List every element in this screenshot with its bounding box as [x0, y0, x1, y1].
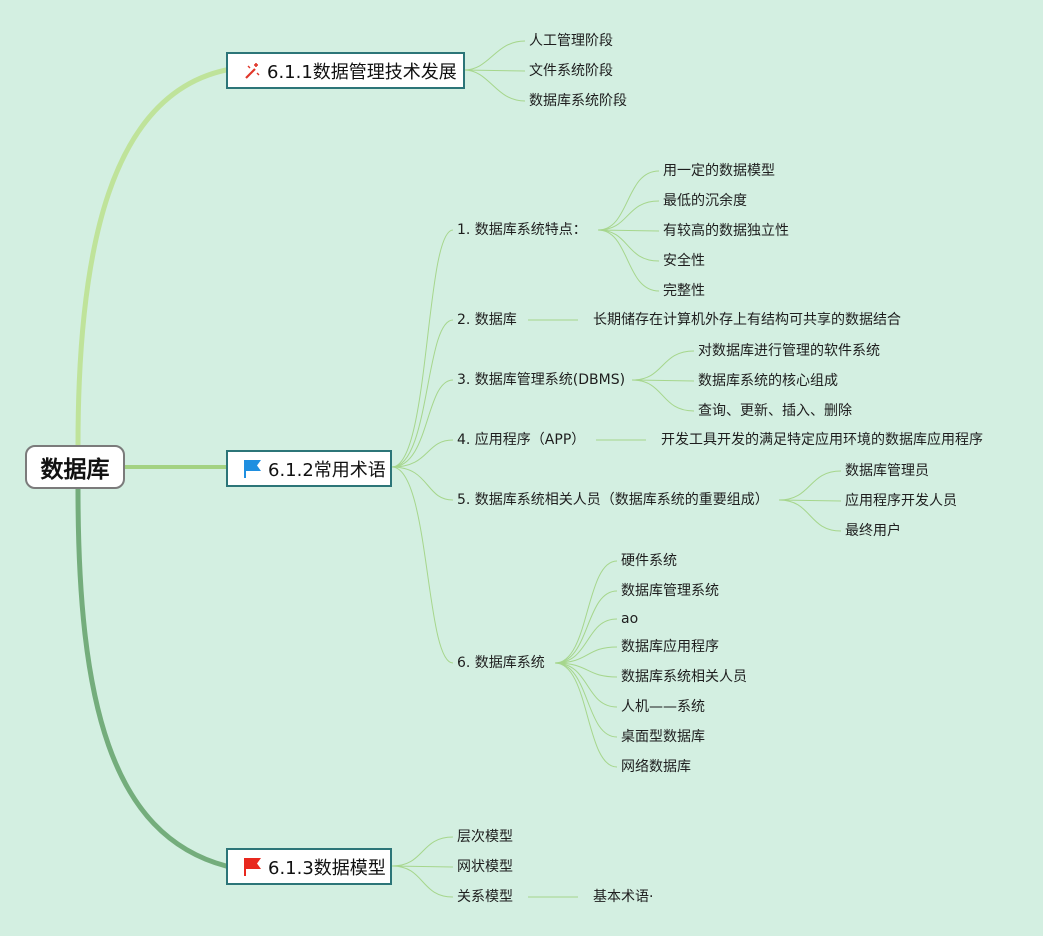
leaf-dbms[interactable]: 数据库管理系统: [621, 583, 719, 599]
blue-flag-icon: [244, 459, 261, 478]
subtopic-app[interactable]: 4. 应用程序（APP）: [457, 432, 586, 448]
subtopic-file-system-stage[interactable]: 文件系统阶段: [529, 63, 613, 79]
edge-root-b3: [75, 486, 229, 869]
leaf-database-definition[interactable]: 长期储存在计算机外存上有结构可共享的数据结合: [593, 312, 901, 328]
red-flag-icon: [244, 857, 261, 876]
leaf-dba[interactable]: 数据库管理员: [845, 463, 929, 479]
edge-root-b1: [75, 67, 229, 448]
subtopic-network-model[interactable]: 网状模型: [457, 859, 513, 875]
leaf-dbms-software[interactable]: 对数据库进行管理的软件系统: [698, 343, 880, 359]
subtopic-db-system-features[interactable]: 1. 数据库系统特点：: [457, 222, 587, 238]
topic-data-model[interactable]: 6.1.3数据模型: [226, 848, 392, 885]
subtopic-database-system-stage[interactable]: 数据库系统阶段: [529, 93, 627, 109]
topic-common-terms[interactable]: 6.1.2常用术语: [226, 450, 392, 487]
topic-label: 6.1.1数据管理技术发展: [267, 61, 457, 83]
leaf-low-redundancy[interactable]: 最低的沉余度: [663, 193, 747, 209]
subtopic-hierarchical-model[interactable]: 层次模型: [457, 829, 513, 845]
topic-label: 6.1.2常用术语: [268, 459, 386, 481]
root-topic[interactable]: 数据库: [25, 445, 125, 489]
leaf-human-machine[interactable]: 人机——系统: [621, 699, 705, 715]
leaf-data-independence[interactable]: 有较高的数据独立性: [663, 223, 789, 239]
leaf-db-application[interactable]: 数据库应用程序: [621, 639, 719, 655]
leaf-basic-terms[interactable]: 基本术语·: [593, 889, 654, 905]
leaf-desktop-db[interactable]: 桌面型数据库: [621, 729, 705, 745]
leaf-dbms-operations[interactable]: 查询、更新、插入、删除: [698, 403, 852, 419]
leaf-hardware[interactable]: 硬件系统: [621, 553, 677, 569]
magic-wand-icon: [245, 62, 260, 79]
leaf-network-db[interactable]: 网络数据库: [621, 759, 691, 775]
leaf-security[interactable]: 安全性: [663, 253, 705, 269]
leaf-db-personnel[interactable]: 数据库系统相关人员: [621, 669, 747, 685]
leaf-ao[interactable]: ao: [621, 611, 639, 627]
subtopic-dbms[interactable]: 3. 数据库管理系统(DBMS): [457, 372, 626, 388]
leaf-end-user[interactable]: 最终用户: [845, 523, 901, 539]
subtopic-manual-stage[interactable]: 人工管理阶段: [529, 33, 613, 49]
topic-data-management-history[interactable]: 6.1.1数据管理技术发展: [226, 52, 465, 89]
leaf-data-model[interactable]: 用一定的数据模型: [663, 163, 775, 179]
topic-label: 6.1.3数据模型: [268, 857, 386, 879]
subtopic-database-system[interactable]: 6. 数据库系统: [457, 655, 545, 671]
leaf-app-developer[interactable]: 应用程序开发人员: [845, 493, 957, 509]
leaf-dbms-core[interactable]: 数据库系统的核心组成: [698, 373, 838, 389]
leaf-app-definition[interactable]: 开发工具开发的满足特定应用环境的数据库应用程序: [661, 432, 983, 448]
leaf-integrity[interactable]: 完整性: [663, 283, 705, 299]
subtopic-relational-model[interactable]: 关系模型: [457, 889, 513, 905]
subtopic-database[interactable]: 2. 数据库: [457, 312, 517, 328]
subtopic-db-personnel[interactable]: 5. 数据库系统相关人员（数据库系统的重要组成）: [457, 492, 769, 508]
